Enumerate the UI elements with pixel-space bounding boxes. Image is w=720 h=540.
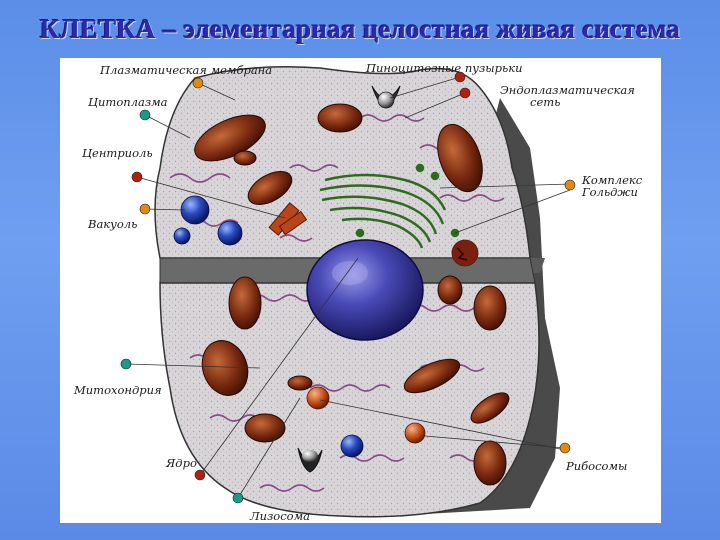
cell-lower-section	[159, 282, 540, 518]
label-golgi-line2: Гольджи	[582, 185, 638, 199]
label-pinocytic-vesicles: Пиноцитозные пузырьки	[366, 61, 523, 75]
mitochondria-group	[194, 103, 510, 486]
slide-title: КЛЕТКА – элементарная целостная живая си…	[39, 14, 681, 44]
golgi-complex	[319, 163, 460, 249]
centriole-shape	[268, 202, 308, 236]
label-er-line1: Эндоплазматическая	[500, 83, 635, 97]
label-vacuole: Вакуоль	[88, 217, 138, 231]
label-plasma-membrane: Плазматическая мембрана	[100, 63, 273, 77]
nucleus-shape	[306, 239, 424, 341]
label-golgi-line1: Комплекс	[582, 173, 643, 187]
label-cytoplasm: Цитоплазма	[88, 95, 168, 109]
label-er-line2: сеть	[530, 95, 561, 109]
pinocytic-vesicle-shape	[377, 91, 395, 109]
label-pins	[120, 71, 576, 504]
endoplasmic-reticulum	[169, 114, 505, 492]
label-ribosomes: Рибосомы	[566, 459, 628, 473]
label-nucleus: Ядро	[166, 456, 197, 470]
leader-lines	[125, 76, 571, 499]
label-centriole: Центриоль	[82, 146, 153, 160]
label-mitochondria: Митохондрия	[74, 383, 162, 397]
lysosome-shapes	[306, 239, 479, 444]
label-lysosome: Лизосома	[250, 509, 310, 523]
vacuole-shapes	[173, 195, 364, 458]
cell-diagram: Плазматическая мембрана Цитоплазма Центр…	[60, 58, 661, 523]
